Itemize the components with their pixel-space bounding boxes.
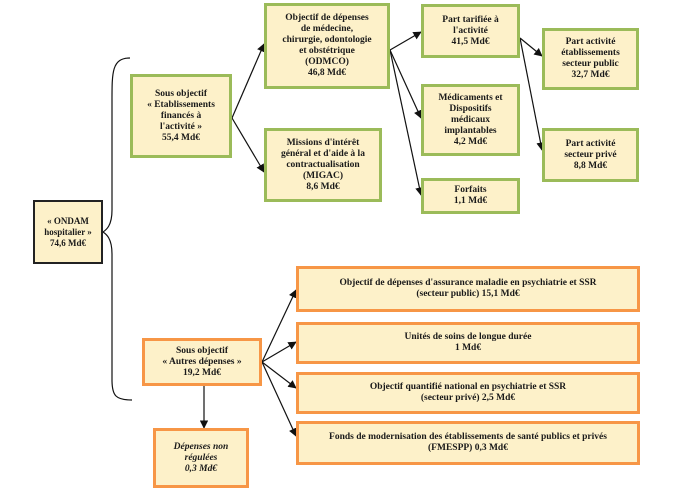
private-sector-box: Part activité secteur privé 8,8 Md€ xyxy=(542,128,639,182)
part-tarifiee-box: Part tarifiée à l'activité 41,5 Md€ xyxy=(421,4,520,58)
medicaments-line: implantables xyxy=(444,125,497,136)
root-ondam-box: « ONDAM hospitalier » 74,6 Md€ xyxy=(33,200,103,264)
psy-prive-line: Objectif quantifié national en psychiatr… xyxy=(369,382,567,392)
public-line: 32,7 Md€ xyxy=(571,70,610,80)
arrow-part-to-public xyxy=(519,37,543,57)
usld-line: 1 Md€ xyxy=(454,343,482,353)
prive-line: Part activité xyxy=(565,138,616,149)
migac-line: contractualisation xyxy=(286,159,360,170)
sub-activity-line: 55,4 Md€ xyxy=(162,132,200,143)
arrow-odmco-to-part xyxy=(389,31,422,51)
psy-public-line: Objectif de dépenses d'assurance maladie… xyxy=(339,278,597,288)
medicaments-box: Médicaments et Dispositifs médicaux impl… xyxy=(421,84,520,156)
migac-line: général et d'aide à la xyxy=(281,148,365,159)
sub-autres-box: Sous objectif « Autres dépenses » 19,2 M… xyxy=(142,338,262,386)
root-brace xyxy=(101,57,133,401)
sub-activity-line: « Etablissements xyxy=(147,99,215,110)
migac-line: 8,6 Md€ xyxy=(306,181,340,192)
medicaments-line: Médicaments et xyxy=(438,92,503,103)
usld-box: Unités de soins de longue durée 1 Md€ xyxy=(296,322,640,364)
fmespp-box: Fonds de modernisation des établissement… xyxy=(296,421,640,465)
medicaments-line: Dispositifs xyxy=(449,103,492,114)
part-tarifiee-line: Part tarifiée à xyxy=(442,14,499,25)
public-line: Part activité xyxy=(565,37,616,47)
sub-activity-line: Sous objectif xyxy=(155,88,207,99)
fmespp-line: Fonds de modernisation des établissement… xyxy=(329,432,607,442)
odmco-line: Objectif de dépenses xyxy=(285,13,369,23)
non-regulees-line: Dépenses non xyxy=(173,441,229,452)
odmco-line: (ODMCO) xyxy=(305,57,349,67)
migac-line: Missions d'intérêt xyxy=(286,137,360,148)
odmco-box: Objectif de dépenses de médecine, chirur… xyxy=(264,3,390,89)
sub-activity-line: financés à xyxy=(160,110,202,121)
arrow-autres-to-psy-public xyxy=(261,289,297,363)
arrow-autres-to-usld xyxy=(261,341,297,363)
arrow-autres-to-psy-prive xyxy=(261,361,297,389)
non-regulees-line: 0,3 Md€ xyxy=(184,463,218,474)
fmespp-line: (FMESPP) 0,3 Md€ xyxy=(428,443,508,453)
forfaits-box: Forfaits 1,1 Md€ xyxy=(421,178,520,214)
root-line: hospitalier » xyxy=(44,226,92,237)
part-tarifiee-line: 41,5 Md€ xyxy=(451,36,490,47)
psy-prive-line: (secteur privé) 2,5 Md€ xyxy=(420,393,516,403)
migac-box: Missions d'intérêt général et d'aide à l… xyxy=(264,128,382,202)
psy-public-line: (secteur public) 15,1 Md€ xyxy=(416,289,520,299)
arrow-autres-to-fmespp xyxy=(261,361,297,437)
migac-line: (MIGAC) xyxy=(302,170,344,181)
arrow-odmco-to-forfaits xyxy=(389,49,424,196)
sub-activity-line: l'activité » xyxy=(160,121,202,132)
arrow-sub-to-odmco xyxy=(231,43,265,119)
public-line: établissements xyxy=(561,48,620,58)
medicaments-line: médicaux xyxy=(450,114,491,125)
part-tarifiee-line: l'activité xyxy=(453,25,488,36)
arrow-sub-to-migac xyxy=(231,117,265,173)
sub-activity-box: Sous objectif « Etablissements financés … xyxy=(130,74,232,158)
odmco-line: 46,8 Md€ xyxy=(308,68,346,78)
usld-line: Unités de soins de longue durée xyxy=(404,332,532,342)
public-sector-box: Part activité établissements secteur pub… xyxy=(542,28,639,90)
prive-line: secteur privé xyxy=(564,149,617,160)
root-line: 74,6 Md€ xyxy=(50,237,86,248)
non-regulees-box: Dépenses non régulées 0,3 Md€ xyxy=(153,428,249,488)
public-line: secteur public xyxy=(562,59,619,69)
non-regulees-line: régulées xyxy=(184,452,218,463)
forfaits-line: 1,1 Md€ xyxy=(453,196,488,206)
arrow-part-to-prive xyxy=(519,37,545,151)
prive-line: 8,8 Md€ xyxy=(573,160,608,171)
psy-prive-box: Objectif quantifié national en psychiatr… xyxy=(296,372,640,414)
medicaments-line: 4,2 Md€ xyxy=(453,136,488,147)
arrow-odmco-to-medic xyxy=(389,49,422,119)
root-line: « ONDAM xyxy=(47,215,89,226)
sub-autres-line: « Autres dépenses » xyxy=(162,356,242,367)
odmco-line: et obstétrique xyxy=(299,46,355,56)
forfaits-line: Forfaits xyxy=(454,185,487,195)
odmco-line: de médecine, xyxy=(300,24,354,34)
odmco-line: chirurgie, odontologie xyxy=(282,35,372,45)
psy-public-box: Objectif de dépenses d'assurance maladie… xyxy=(296,266,640,312)
sub-autres-line: 19,2 Md€ xyxy=(183,367,221,378)
sub-autres-line: Sous objectif xyxy=(176,345,228,356)
